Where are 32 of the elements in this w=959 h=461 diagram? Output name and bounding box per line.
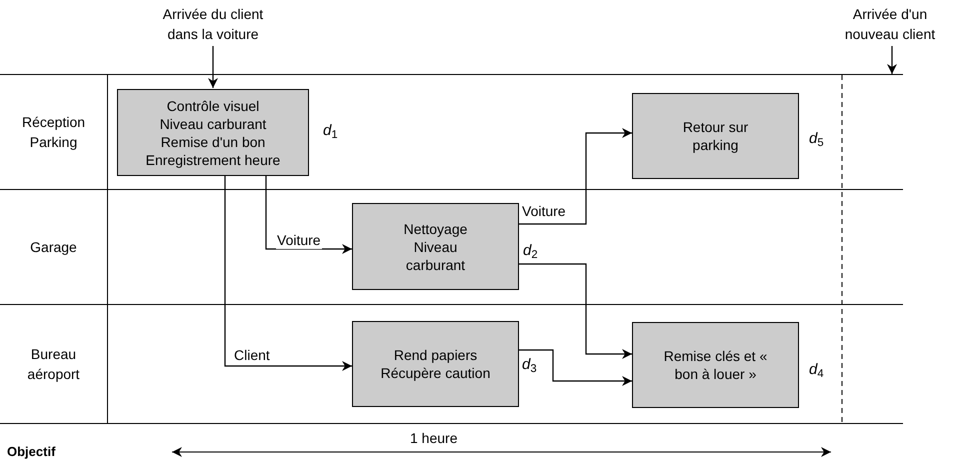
duration-label: d$_{4}$ bbox=[809, 360, 824, 382]
swimlane bbox=[0, 189, 903, 304]
arrow bbox=[887, 46, 897, 74]
process-text: Niveau carburant bbox=[404, 238, 466, 274]
process-text: Retour sur parking bbox=[682, 118, 750, 154]
lane-title: Garage bbox=[30, 238, 77, 257]
arrow bbox=[519, 128, 632, 225]
process-text: Contrôle visuel bbox=[166, 96, 260, 114]
event-label: Arrivée du client dans la voiture bbox=[162, 5, 264, 44]
process-text: Remise clés et « bon à louer » bbox=[662, 347, 768, 383]
lane-title: Bureau aéroport bbox=[26, 345, 81, 384]
duration-label: 1 heure bbox=[410, 429, 458, 447]
process-text: Nettoyage bbox=[404, 220, 468, 238]
arrow bbox=[265, 175, 352, 254]
process-text: Niveau carburant bbox=[160, 114, 266, 132]
arrow bbox=[208, 46, 218, 88]
lane-title: Réception Parking bbox=[20, 113, 86, 152]
row-title: Objectif bbox=[7, 444, 56, 460]
duration-label: d$_{3}$ bbox=[522, 355, 537, 376]
process-text: Récupère caution bbox=[380, 364, 490, 382]
swimlane bbox=[0, 74, 903, 189]
arrow bbox=[224, 175, 352, 371]
arrow bbox=[519, 263, 632, 359]
duration-label: d$_{1}$ bbox=[323, 121, 338, 142]
arrow bbox=[519, 349, 632, 386]
duration-label: d$_{2}$ bbox=[523, 241, 538, 262]
duration-label: d$_{5}$ bbox=[809, 129, 824, 150]
process-text: Enregistrement heure bbox=[146, 150, 280, 168]
event-label: Arrivée d'un nouveau client bbox=[844, 5, 936, 44]
swimlane bbox=[0, 304, 903, 424]
process-text: Rend papiers bbox=[394, 346, 478, 364]
process-text: Remise d'un bon bbox=[160, 132, 266, 150]
